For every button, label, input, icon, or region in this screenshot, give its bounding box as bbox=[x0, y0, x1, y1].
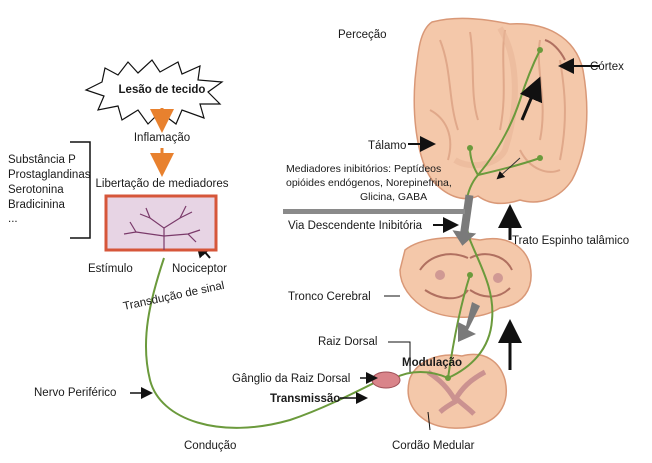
perception-label: Perceção bbox=[338, 29, 387, 41]
spinal-gray-matter bbox=[426, 369, 487, 416]
descending-line bbox=[447, 274, 471, 379]
dorsal-root-label: Raiz Dorsal bbox=[318, 336, 377, 348]
nociceptor-branches bbox=[123, 205, 201, 250]
dorsal-root-leader bbox=[388, 341, 411, 372]
mediator-item: Bradicinina bbox=[8, 199, 65, 211]
inflammation-label: Inflamação bbox=[134, 132, 190, 144]
peripheral-nerve-label: Nervo Periférico bbox=[34, 387, 116, 399]
injury-label: Lesão de tecido bbox=[119, 84, 206, 96]
inhibitory-bar bbox=[283, 209, 465, 214]
black-arrows bbox=[130, 58, 600, 404]
peripheral-nerve-line bbox=[145, 257, 381, 429]
transmission-label: Transmissão bbox=[270, 393, 340, 405]
inhibitory-mediators-line: opióides endógenos, Norepinefrina, bbox=[286, 177, 452, 189]
nociceptor-label: Nociceptor bbox=[172, 263, 227, 275]
brainstem-tissue bbox=[399, 236, 532, 318]
upward-arrow-cortex bbox=[519, 76, 543, 121]
dorsal-root-ganglion-label: Gânglio da Raiz Dorsal bbox=[232, 373, 350, 385]
brainstem-section bbox=[399, 236, 532, 318]
cortex-label: Córtex bbox=[590, 61, 624, 73]
nerve-nodes bbox=[445, 47, 543, 381]
inhibitory-mediators-line: Mediadores inibitórios: Peptídeos bbox=[286, 163, 441, 175]
text-layer: Lesão de tecido Inflamação Libertação de… bbox=[8, 29, 629, 452]
stimulus-label: Estímulo bbox=[88, 263, 133, 275]
spinal-cord-leader bbox=[427, 411, 431, 431]
mediator-item: Substância P bbox=[8, 154, 76, 166]
mediator-release-label: Libertação de mediadores bbox=[96, 178, 229, 190]
brain-tissue bbox=[413, 17, 588, 205]
mediator-item: ... bbox=[8, 213, 18, 225]
descending-pathway-label: Via Descendente Inibitória bbox=[288, 220, 423, 232]
conduction-label: Condução bbox=[184, 440, 236, 452]
mediators-bracket bbox=[70, 141, 91, 239]
inhibitory-mediators-line: Glicina, GABA bbox=[360, 191, 427, 203]
mediator-item: Prostaglandinas bbox=[8, 169, 91, 181]
gray-descending-arrows bbox=[452, 194, 480, 342]
spinal-cord-label: Cordão Medular bbox=[392, 440, 475, 452]
modulation-label: Modulação bbox=[402, 357, 462, 369]
brainstem-label: Tronco Cerebral bbox=[288, 291, 371, 303]
spinothalamic-tract-label: Trato Espinho talâmico bbox=[512, 235, 629, 247]
brainstem-nuclei bbox=[419, 253, 513, 300]
mediator-item: Serotonina bbox=[8, 184, 64, 196]
dorsal-root-ganglion-shape bbox=[371, 371, 401, 389]
injury-starburst bbox=[84, 59, 224, 125]
thalamus-label: Tálamo bbox=[368, 140, 406, 152]
skin-tissue-box bbox=[104, 194, 218, 252]
signal-transduction-label: Transdução de sinal bbox=[122, 280, 225, 313]
brain-white-matter bbox=[453, 26, 518, 169]
